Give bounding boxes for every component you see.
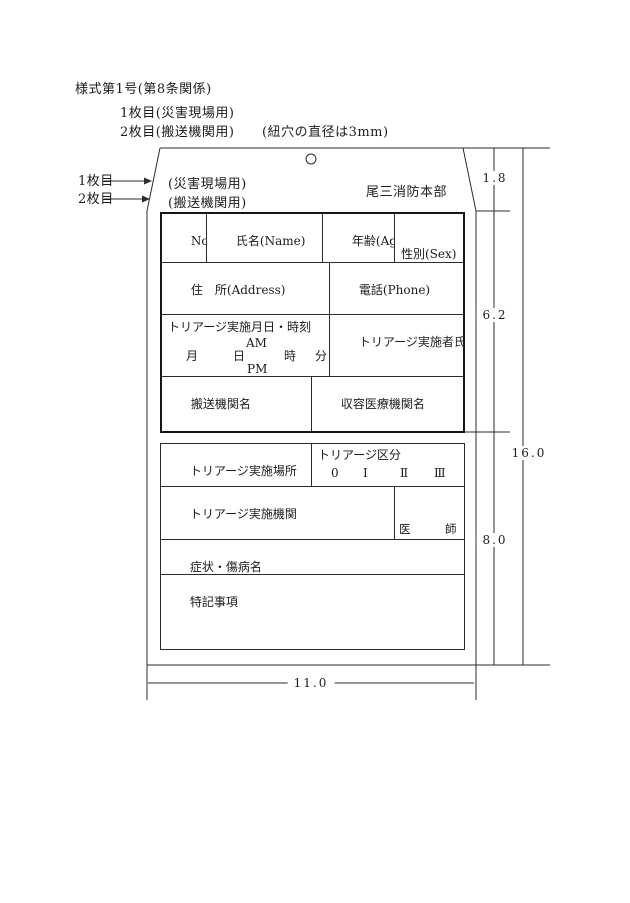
month-label: 月 bbox=[186, 349, 199, 363]
triage-org-label: トリアージ実施機関 bbox=[189, 507, 297, 522]
dimension-11-0: 11.0 bbox=[287, 676, 335, 690]
triage-person-label: トリアージ実施者氏名 bbox=[358, 335, 463, 350]
hospital-label: 収容医療機関名 bbox=[340, 397, 425, 412]
cell-triage-datetime: トリアージ実施月日・時刻 AM 月 日 時 分 PM bbox=[162, 315, 330, 377]
triage-detail-table: トリアージ実施場所 トリアージ区分 0 Ⅰ Ⅱ Ⅲ トリアージ実施機関 医 師 … bbox=[160, 443, 465, 650]
cell-sex: 性別(Sex) 男(M) 女(F) bbox=[395, 214, 463, 263]
dimension-1-8: 1.8 bbox=[476, 171, 514, 185]
cell-triage-category: トリアージ区分 0 Ⅰ Ⅱ Ⅲ bbox=[312, 444, 464, 487]
usage-label-2: (搬送機関用) bbox=[168, 196, 247, 211]
arrowhead-2-icon bbox=[142, 195, 150, 203]
no-label: No. bbox=[190, 234, 206, 249]
triage-datetime-label: トリアージ実施月日・時刻 bbox=[168, 320, 312, 334]
cell-notes: 特記事項 bbox=[161, 575, 464, 649]
cell-hospital: 収容医療機関名 bbox=[312, 377, 463, 431]
cell-triage-place: トリアージ実施場所 bbox=[161, 444, 312, 487]
triage-place-label: トリアージ実施場所 bbox=[189, 464, 297, 479]
age-label: 年齢(Age) bbox=[351, 234, 394, 249]
hole-diameter-note: (紐穴の直径は3mm) bbox=[262, 125, 389, 140]
pm-label: PM bbox=[247, 362, 268, 376]
cell-phone: 電話(Phone) bbox=[330, 263, 463, 315]
pointer-label-1: 1枚目 bbox=[78, 174, 114, 189]
dimension-6-2: 6.2 bbox=[476, 308, 514, 322]
cell-age: 年齢(Age) bbox=[323, 214, 395, 263]
arrowhead-1-icon bbox=[144, 177, 152, 185]
dimension-8-0: 8.0 bbox=[476, 533, 514, 547]
sex-label: 性別(Sex) bbox=[401, 247, 457, 261]
hour-label: 時 bbox=[284, 349, 297, 363]
symptoms-label: 症状・傷病名 bbox=[189, 560, 262, 575]
cell-symptoms: 症状・傷病名 bbox=[161, 540, 464, 575]
cell-no: No. bbox=[162, 214, 207, 263]
string-hole-icon bbox=[305, 153, 317, 165]
category-3: Ⅲ bbox=[434, 466, 446, 480]
qualification-doctor: 医 師 bbox=[399, 522, 457, 537]
patient-info-table: No. 氏名(Name) 年齢(Age) 性別(Sex) 男(M) 女(F) 住… bbox=[160, 212, 465, 433]
category-0: 0 bbox=[331, 466, 339, 480]
tag-left-edge bbox=[146, 147, 161, 700]
category-2: Ⅱ bbox=[400, 466, 409, 480]
address-label: 住 所(Address) bbox=[190, 283, 286, 298]
dimension-16-0: 16.0 bbox=[505, 446, 553, 460]
sheet1-note: 1枚目(災害現場用) bbox=[120, 106, 235, 121]
triage-category-label: トリアージ区分 bbox=[318, 448, 402, 462]
pointer-label-2: 2枚目 bbox=[78, 192, 114, 207]
cell-transport-org: 搬送機関名 bbox=[162, 377, 312, 431]
cell-qualification: 医 師 救急救命士 そ の 他 bbox=[395, 487, 464, 540]
transport-org-label: 搬送機関名 bbox=[190, 397, 251, 412]
day-label: 日 bbox=[233, 349, 246, 363]
name-label: 氏名(Name) bbox=[235, 234, 306, 249]
sheet2-note: 2枚目(搬送機関用) bbox=[120, 125, 235, 140]
cell-triage-person: トリアージ実施者氏名 bbox=[330, 315, 463, 377]
form-number: 様式第1号(第8条関係) bbox=[75, 82, 212, 97]
cell-name: 氏名(Name) bbox=[207, 214, 323, 263]
category-1: Ⅰ bbox=[363, 466, 368, 480]
cell-address: 住 所(Address) bbox=[162, 263, 330, 315]
am-label: AM bbox=[246, 336, 267, 350]
notes-label: 特記事項 bbox=[189, 595, 238, 610]
organization-name: 尾三消防本部 bbox=[366, 185, 448, 200]
cell-triage-org: トリアージ実施機関 bbox=[161, 487, 395, 540]
usage-label-1: (災害現場用) bbox=[168, 177, 247, 192]
phone-label: 電話(Phone) bbox=[358, 283, 431, 298]
minute-label: 分 bbox=[315, 349, 328, 363]
